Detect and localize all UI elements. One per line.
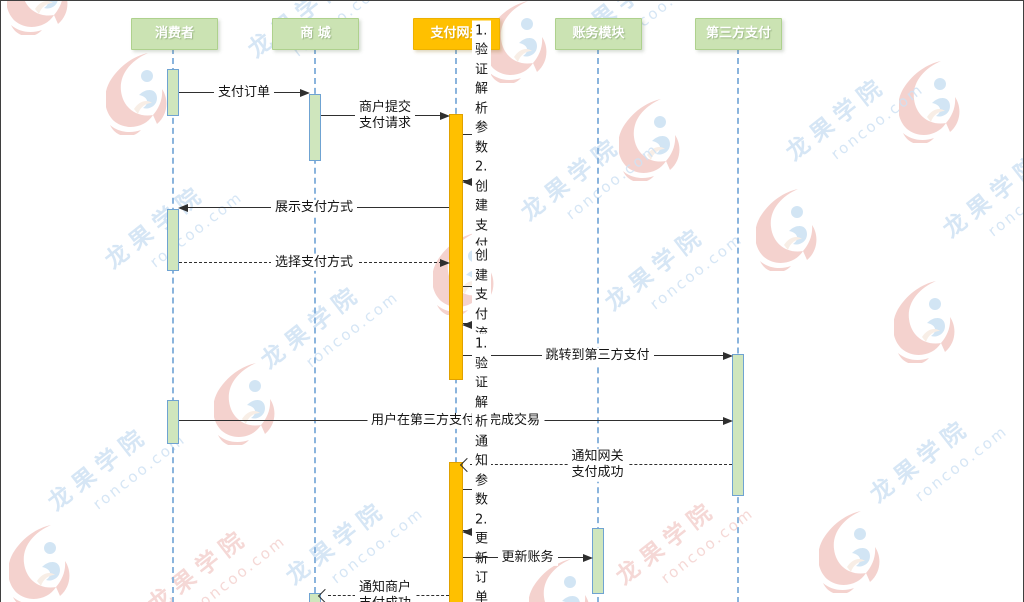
message-label: 展示支付方式 (270, 199, 358, 217)
activation-bar-consumer-3 (167, 400, 179, 444)
arrowhead-right-icon (723, 417, 733, 425)
arrowhead-left-icon (462, 178, 472, 186)
arrowhead-left-icon (462, 528, 472, 536)
arrowhead-left-icon (462, 321, 472, 329)
lifeline-thirdparty (737, 48, 739, 602)
message-label: 更新账务 (497, 549, 558, 567)
lifeline-accounting (597, 48, 599, 602)
arrowhead-right-icon (723, 352, 733, 360)
arrowhead-left-icon (178, 204, 188, 212)
arrowhead-right-icon (440, 259, 450, 267)
activation-bar-thirdparty (732, 354, 744, 496)
activation-bar-consumer-1 (167, 69, 179, 116)
activation-bar-consumer-2 (167, 209, 179, 271)
activation-bar-mall-1 (309, 94, 321, 161)
open-arrowhead-left-icon (317, 588, 333, 602)
activation-bar-mall-2 (309, 593, 321, 602)
arrowhead-right-icon (440, 112, 450, 120)
message-label: 商户提交 支付请求 (354, 99, 416, 133)
lifeline-consumer (172, 48, 174, 602)
arrowhead-right-icon (300, 89, 310, 97)
arrowhead-right-icon (583, 554, 593, 562)
lifeline-mall (314, 48, 316, 602)
self-message-verify-notify: 1.验证解析通知参数 2.更新订单流水数据 (462, 333, 491, 602)
message-label: 选择支付方式 (270, 254, 358, 272)
actor-mall: 商 城 (272, 18, 359, 50)
actor-thirdparty: 第三方支付 (695, 18, 782, 50)
self-message-create-flow: 创建支付流水 (462, 245, 492, 365)
actor-consumer: 消费者 (131, 18, 218, 50)
message-label: 支付订单 (213, 84, 275, 102)
self-message-verify-params: 1.验证解析参数 2.创建支付订单 (462, 20, 491, 295)
message-label: 通知网关 支付成功 (567, 448, 628, 482)
actor-accounting: 账务模块 (555, 18, 642, 50)
message-label: 跳转到第三方支付 (541, 347, 654, 365)
message-label: 通知商户 支付成功 (354, 579, 416, 602)
message-label: 用户在第三方支付端完成交易 (366, 412, 545, 430)
message-label: 1.验证解析通知参数 2.更新订单流水数据 (472, 333, 491, 602)
